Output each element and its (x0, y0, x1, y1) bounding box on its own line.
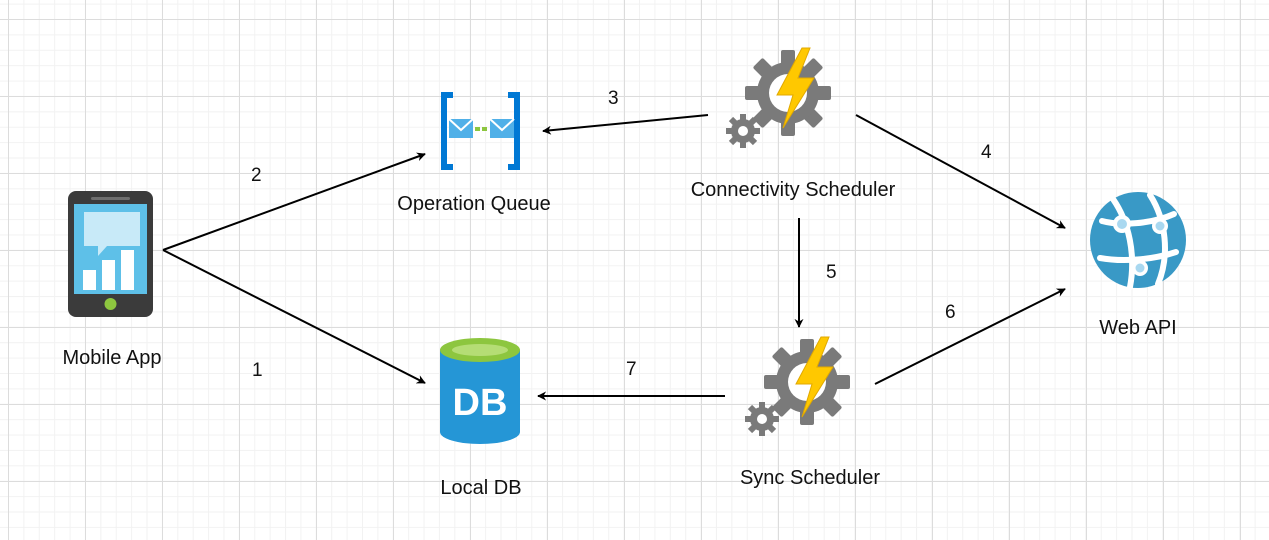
mobile-app-label: Mobile App (63, 347, 162, 369)
db-icon-text: DB (453, 382, 508, 424)
database-icon: DB (440, 338, 520, 444)
lightning-bolt-icon (795, 336, 834, 418)
node-local-db: DB Local DB (440, 338, 522, 499)
web-api-label: Web API (1099, 317, 1176, 339)
edge-label-5: 5 (826, 262, 837, 283)
operation-queue-label: Operation Queue (397, 193, 550, 215)
edge-6: 6 (874, 288, 1066, 385)
function-gear-lightning-icon (745, 336, 850, 436)
edge-label-4: 4 (981, 142, 992, 163)
edge-label-1: 1 (252, 360, 263, 381)
node-web-api: Web API (1090, 192, 1186, 339)
node-connectivity-scheduler: Connectivity Scheduler (691, 47, 896, 201)
sync-scheduler-label: Sync Scheduler (740, 467, 880, 489)
smartphone-dashboard-icon (68, 191, 153, 317)
node-operation-queue: Operation Queue (397, 92, 551, 215)
edge-4: 4 (855, 114, 1066, 229)
edge-3: 3 (542, 88, 709, 135)
edge-1: 1 (162, 249, 426, 384)
edge-label-6: 6 (945, 302, 956, 323)
node-sync-scheduler: Sync Scheduler (740, 336, 880, 489)
function-gear-lightning-icon (726, 47, 831, 148)
edge-5: 5 (794, 218, 837, 328)
edge-2: 2 (162, 152, 426, 251)
node-mobile-app: Mobile App (63, 191, 162, 369)
web-app-globe-icon (1090, 192, 1186, 290)
small-gear-icon (745, 402, 779, 436)
lightning-bolt-icon (776, 47, 815, 129)
storage-queue-icon (441, 92, 520, 170)
connectivity-scheduler-label: Connectivity Scheduler (691, 179, 896, 201)
edge-label-2: 2 (251, 165, 262, 186)
small-gear-icon (726, 114, 760, 148)
edge-label-7: 7 (626, 359, 637, 380)
local-db-label: Local DB (440, 477, 521, 499)
edge-7: 7 (537, 359, 725, 401)
edge-label-3: 3 (608, 88, 619, 109)
